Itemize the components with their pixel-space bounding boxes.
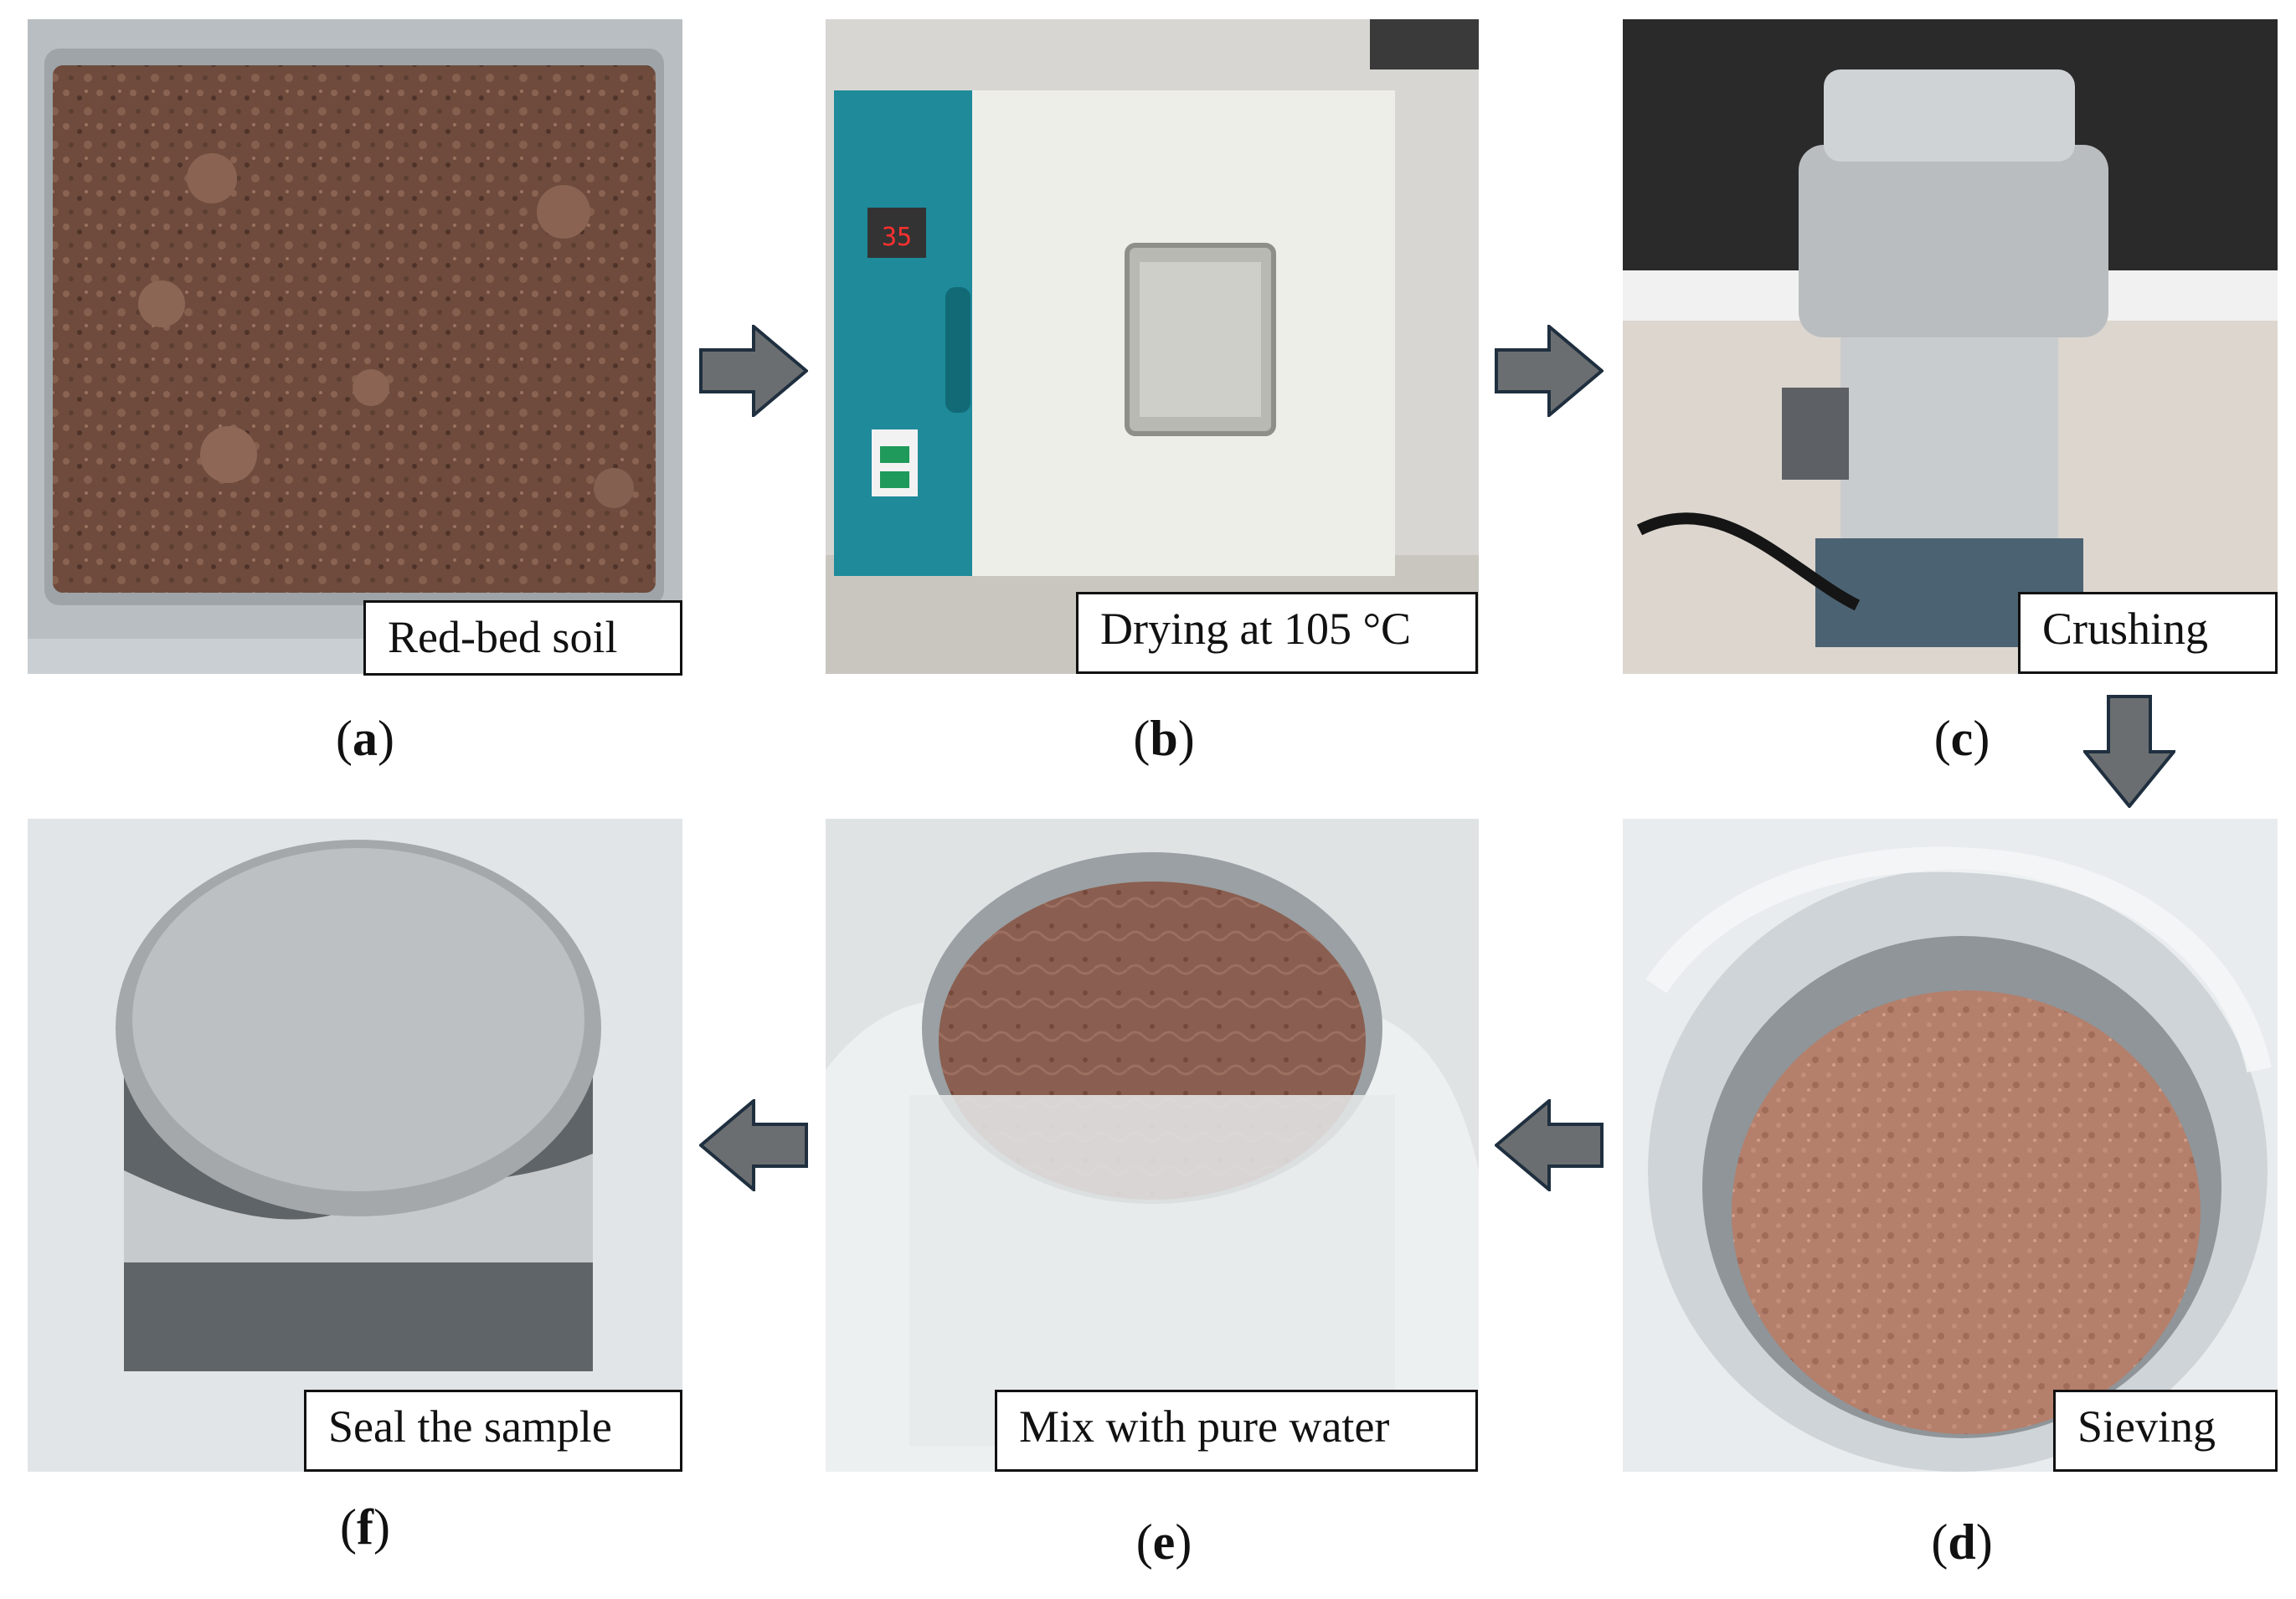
panel-d-caption: (d) xyxy=(1931,1514,1993,1570)
panel-f-caption: (f) xyxy=(340,1499,390,1555)
panel-a-label: Red-bed soil xyxy=(363,600,682,676)
arrow-left-icon xyxy=(699,1099,808,1191)
panel-c-label: Crushing xyxy=(2018,592,2278,674)
panel-b-photo: 35 xyxy=(826,19,1479,674)
arrow-right-icon xyxy=(1495,325,1604,417)
panel-b-caption: (b) xyxy=(1133,711,1195,766)
panel-c-caption: (c) xyxy=(1933,711,1990,766)
panel-b-label: Drying at 105 °C xyxy=(1076,592,1478,674)
arrow-down-icon xyxy=(2083,695,2175,808)
grinder-image xyxy=(1623,19,2278,674)
temperature-readout: 35 xyxy=(882,223,912,252)
panel-a-photo xyxy=(28,19,682,674)
panel-e-photo xyxy=(826,819,1479,1472)
red-bed-soil-tray-image xyxy=(28,19,682,674)
arrow-left-icon xyxy=(1495,1099,1604,1191)
panel-f-label: Seal the sample xyxy=(304,1390,682,1472)
panel-a-caption: (a) xyxy=(336,711,394,766)
panel-d-photo xyxy=(1623,819,2278,1472)
arrow-right-icon xyxy=(699,325,808,417)
mixed-soil-container-image xyxy=(826,819,1479,1472)
panel-e-caption: (e) xyxy=(1135,1514,1192,1570)
drying-oven-image: 35 xyxy=(826,19,1479,674)
panel-e-label: Mix with pure water xyxy=(995,1390,1478,1472)
panel-c-photo xyxy=(1623,19,2278,674)
panel-f-photo xyxy=(28,819,682,1472)
sieve-image xyxy=(1623,819,2278,1472)
panel-d-label: Sieving xyxy=(2053,1390,2278,1472)
sealed-container-image xyxy=(28,819,682,1472)
